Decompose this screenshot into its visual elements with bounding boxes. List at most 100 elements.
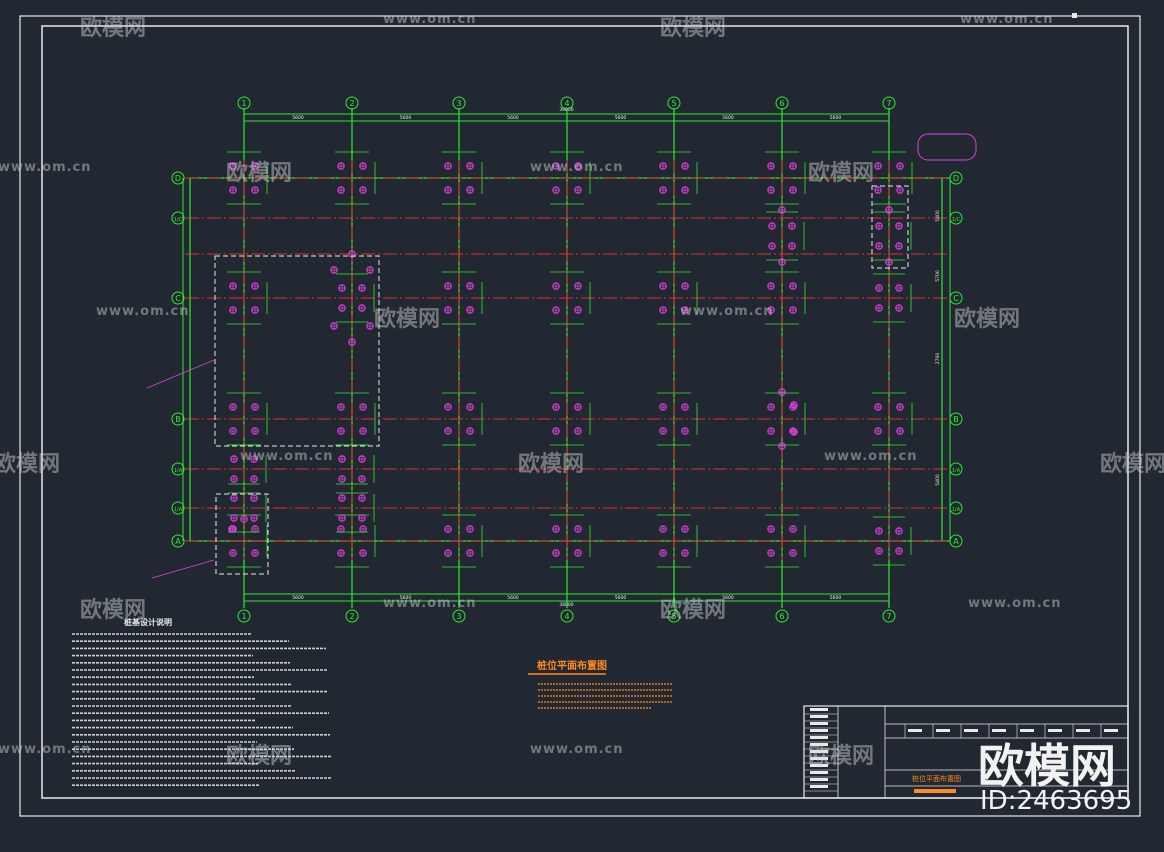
pile bbox=[251, 549, 259, 557]
grid-bubble-C: C bbox=[949, 291, 963, 305]
pile bbox=[338, 455, 346, 463]
pile bbox=[230, 514, 238, 522]
pile-cap-dimension bbox=[442, 514, 483, 568]
pile bbox=[875, 527, 883, 535]
dimension-span-right: 5700 bbox=[935, 270, 941, 282]
dimension-span-bottom: 5600 bbox=[292, 595, 304, 601]
pile bbox=[466, 282, 474, 290]
dimension-span-right: 5400 bbox=[935, 210, 941, 222]
grid-bubble-D: D bbox=[949, 171, 963, 185]
drawing-title: 桩位平面布置图 bbox=[537, 659, 607, 672]
title-block-text bbox=[964, 729, 978, 732]
pile-cap-dimension bbox=[227, 151, 268, 205]
grid-bubble-1/A: 1/A bbox=[171, 501, 185, 515]
pile bbox=[681, 282, 689, 290]
pile bbox=[895, 304, 903, 312]
pile bbox=[230, 475, 238, 483]
pile bbox=[337, 403, 345, 411]
pile bbox=[358, 304, 366, 312]
pile-cap-dimension bbox=[550, 514, 591, 568]
pile bbox=[659, 549, 667, 557]
svg-text:4: 4 bbox=[564, 99, 569, 108]
pile bbox=[790, 401, 798, 409]
pile bbox=[552, 549, 560, 557]
svg-text:7: 7 bbox=[886, 612, 891, 621]
pile bbox=[896, 403, 904, 411]
pile bbox=[659, 427, 667, 435]
dimension-total-bottom: 36000 bbox=[559, 602, 573, 608]
pile-cap-dimension bbox=[442, 271, 483, 325]
svg-text:7: 7 bbox=[886, 99, 891, 108]
grid-bubble-2: 2 bbox=[345, 96, 359, 110]
pile bbox=[896, 427, 904, 435]
pile bbox=[359, 403, 367, 411]
pile-cap-dimension bbox=[872, 392, 913, 446]
pile bbox=[681, 427, 689, 435]
pile bbox=[874, 186, 882, 194]
pile bbox=[552, 427, 560, 435]
dimension-span-right: 5400 bbox=[935, 474, 941, 486]
pile bbox=[359, 186, 367, 194]
title-block-text bbox=[810, 764, 828, 767]
svg-text:2: 2 bbox=[349, 612, 354, 621]
pile bbox=[552, 306, 560, 314]
pile bbox=[251, 427, 259, 435]
pile bbox=[444, 186, 452, 194]
pile bbox=[338, 494, 346, 502]
svg-text:2: 2 bbox=[349, 99, 354, 108]
pile bbox=[896, 186, 904, 194]
pile bbox=[659, 403, 667, 411]
pile bbox=[574, 427, 582, 435]
svg-text:6: 6 bbox=[779, 99, 784, 108]
grid-bubble-5: 5 bbox=[667, 96, 681, 110]
title-block-text bbox=[908, 729, 922, 732]
pile bbox=[444, 525, 452, 533]
pile-cap-dimension bbox=[873, 273, 912, 323]
title-block-text bbox=[810, 736, 828, 739]
pile bbox=[444, 403, 452, 411]
pile bbox=[229, 427, 237, 435]
grid-bubble-5: 5 bbox=[667, 609, 681, 623]
pile bbox=[659, 306, 667, 314]
drawing-title-group: 桩位平面布置图 bbox=[528, 659, 672, 709]
pile bbox=[466, 403, 474, 411]
pile bbox=[875, 284, 883, 292]
pile bbox=[229, 186, 237, 194]
grid-bubble-3: 3 bbox=[452, 96, 466, 110]
pile-cap-dimension bbox=[336, 483, 375, 533]
svg-text:A: A bbox=[175, 537, 181, 546]
pile-cap-dimension bbox=[873, 211, 912, 261]
pile bbox=[681, 525, 689, 533]
pile bbox=[789, 162, 797, 170]
svg-text:6: 6 bbox=[779, 612, 784, 621]
pile bbox=[250, 494, 258, 502]
pile bbox=[229, 549, 237, 557]
pile bbox=[768, 242, 776, 250]
pile bbox=[788, 242, 796, 250]
drawing-frame bbox=[19, 13, 1141, 817]
pile bbox=[359, 525, 367, 533]
dimension-span-top: 5600 bbox=[400, 115, 412, 121]
grid-bubble-C: C bbox=[171, 291, 185, 305]
pile bbox=[552, 162, 560, 170]
pile bbox=[251, 525, 259, 533]
dimension-span-top: 5600 bbox=[722, 115, 734, 121]
pile bbox=[875, 304, 883, 312]
pile bbox=[778, 442, 786, 450]
pile-cap-dimension bbox=[336, 444, 375, 494]
pile bbox=[444, 282, 452, 290]
pile-cap-dimension bbox=[765, 151, 806, 205]
pile bbox=[466, 525, 474, 533]
grid-bubble-B: B bbox=[949, 412, 963, 426]
pile bbox=[250, 514, 258, 522]
pile bbox=[251, 282, 259, 290]
pile bbox=[874, 162, 882, 170]
pile bbox=[251, 186, 259, 194]
title-block-text bbox=[810, 750, 828, 753]
svg-text:C: C bbox=[175, 294, 181, 303]
pile bbox=[337, 549, 345, 557]
pile-cap-dimension bbox=[872, 151, 913, 205]
notes-title: 桩基设计说明 bbox=[124, 617, 172, 627]
